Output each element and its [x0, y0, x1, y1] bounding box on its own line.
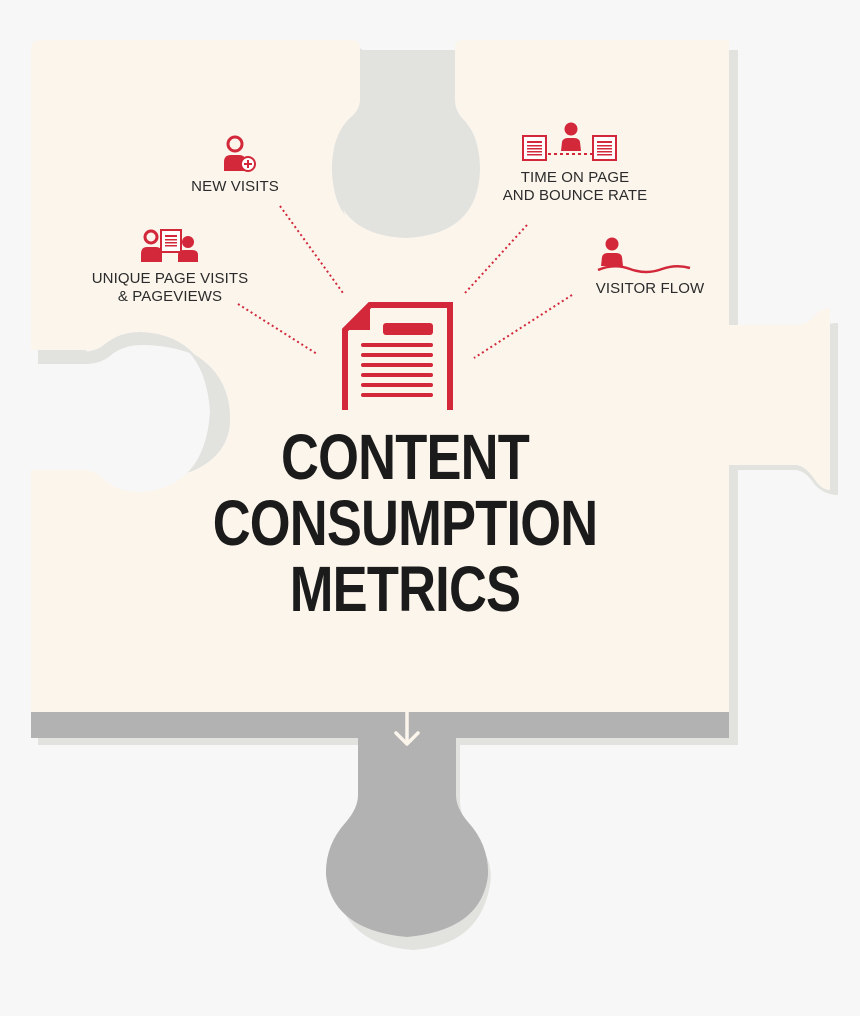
- page-title: CONTENT CONSUMPTION METRICS: [212, 421, 598, 625]
- document-icon: [342, 302, 453, 410]
- user-wave-icon: [597, 237, 691, 274]
- right-edge-shadow: [729, 52, 737, 325]
- connector-lines: [237, 205, 573, 359]
- users-document-icon: [141, 229, 198, 262]
- top-notch-shadow: [332, 48, 368, 215]
- new-visits-label: NEW VISITS: [191, 178, 279, 195]
- time-on-page-label: TIME ON PAGE AND BOUNCE RATE: [502, 169, 648, 204]
- user-between-pages-icon: [522, 122, 617, 161]
- unique-page-visits-label: UNIQUE PAGE VISITS & PAGEVIEWS: [91, 270, 249, 305]
- user-plus-icon: [224, 135, 256, 172]
- arrow-down-icon: [394, 710, 420, 746]
- left-notch: [31, 332, 210, 492]
- bottom-tab: [31, 712, 729, 937]
- visitor-flow-label: VISITOR FLOW: [595, 280, 705, 297]
